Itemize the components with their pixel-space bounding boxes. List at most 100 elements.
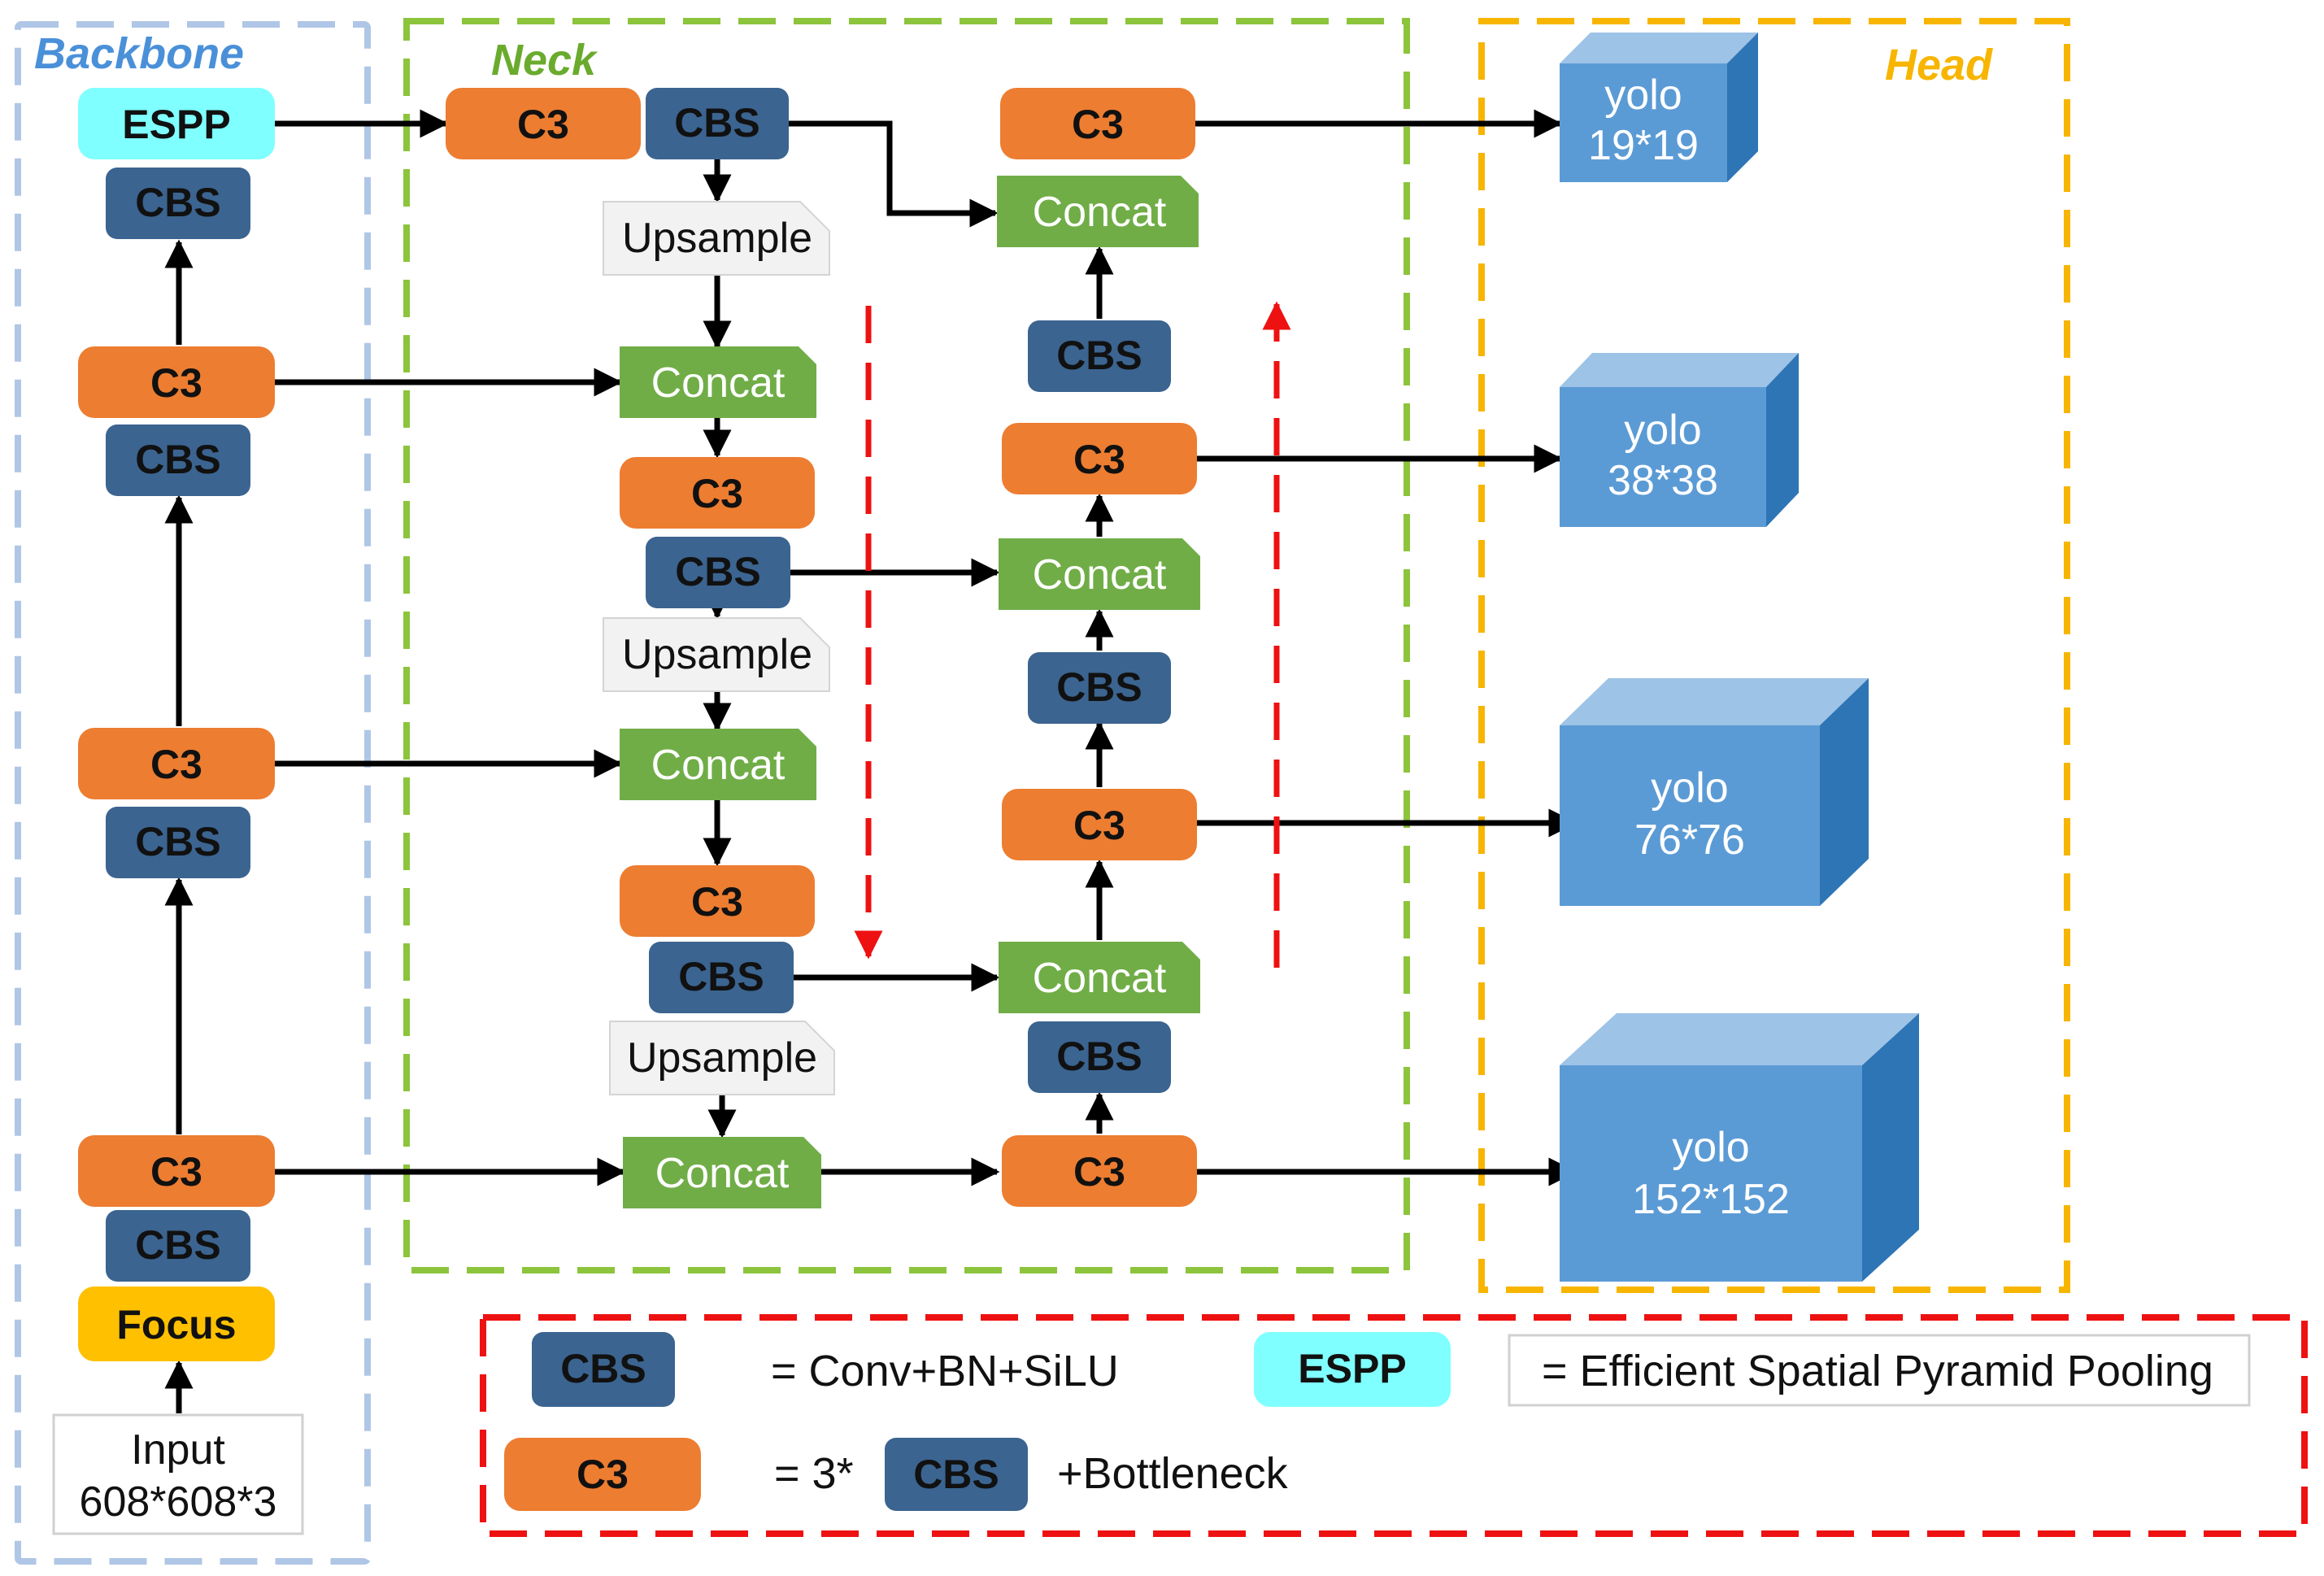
- svg-text:CBS: CBS: [678, 954, 764, 999]
- backbone-blocks: ESPP CBS C3 CBS C3 CBS C3 CBS: [52, 88, 304, 1535]
- neck-cbs-block-left-1: CBS: [646, 537, 790, 608]
- neck-region: [403, 18, 1410, 1273]
- svg-text:yolo: yolo: [1624, 407, 1701, 454]
- svg-text:Concat: Concat: [651, 359, 786, 407]
- focus-block: Focus: [78, 1286, 275, 1361]
- input-label: Input: [131, 1426, 225, 1474]
- yolo-cube-19: yolo 19*19: [1560, 33, 1758, 182]
- legend-c3-bottleneck: +Bottleneck: [1057, 1449, 1289, 1498]
- backbone-cbs-block-4: CBS: [106, 1210, 250, 1282]
- backbone-cbs-block-2: CBS: [106, 424, 250, 496]
- concat-block-right-2: Concat: [999, 538, 1200, 610]
- svg-text:ESPP: ESPP: [122, 102, 230, 147]
- arrows: [164, 109, 1578, 1413]
- backbone-cbs-block-3: CBS: [106, 807, 250, 878]
- svg-text:Upsample: Upsample: [627, 1034, 817, 1082]
- svg-text:C3: C3: [150, 1149, 202, 1195]
- yolo-cube-152: yolo 152*152: [1560, 1013, 1919, 1282]
- neck-cbs-block-right-1: CBS: [1028, 320, 1171, 392]
- svg-text:Upsample: Upsample: [622, 631, 812, 678]
- svg-text:38*38: 38*38: [1608, 457, 1718, 504]
- legend-espp-swatch: ESPP: [1254, 1332, 1451, 1407]
- svg-text:CBS: CBS: [135, 180, 221, 225]
- svg-text:Focus: Focus: [116, 1302, 236, 1347]
- svg-text:19*19: 19*19: [1588, 122, 1699, 169]
- svg-text:ESPP: ESPP: [1298, 1346, 1406, 1391]
- svg-text:CBS: CBS: [135, 1222, 221, 1268]
- svg-text:CBS: CBS: [560, 1346, 646, 1391]
- concat-block-left-2: Concat: [620, 729, 816, 800]
- legend-espp-definition-box: [1508, 1334, 2251, 1407]
- head-outputs: yolo 19*19 yolo 38*38 yolo 76*76 yolo 15…: [1560, 33, 1919, 1282]
- svg-text:C3: C3: [1073, 437, 1125, 482]
- svg-text:yolo: yolo: [1604, 72, 1682, 119]
- neck-left-column: C3 CBS Upsample Concat C3 CBS Upsample: [446, 88, 835, 1208]
- svg-text:C3: C3: [691, 471, 743, 516]
- yolo-cube-38: yolo 38*38: [1560, 353, 1799, 527]
- neck-c3-block-left-1: C3: [620, 457, 815, 529]
- backbone-region: [15, 21, 371, 1565]
- svg-text:CBS: CBS: [675, 549, 761, 594]
- neck-cbs-block-left-2: CBS: [649, 942, 794, 1013]
- svg-text:Concat: Concat: [651, 742, 786, 789]
- svg-text:Concat: Concat: [655, 1150, 790, 1197]
- neck-c3-block-right-top: C3: [1000, 88, 1195, 159]
- backbone-c3-block-4: C3: [78, 1135, 275, 1207]
- backbone-cbs-block-1: CBS: [106, 168, 250, 239]
- legend-region: [480, 1314, 2308, 1537]
- svg-text:C3: C3: [1072, 102, 1124, 147]
- input-box: Input 608*608*3: [52, 1413, 304, 1535]
- head-title: Head: [1885, 41, 1993, 89]
- concat-block-right-top: Concat: [997, 176, 1199, 247]
- svg-text:CBS: CBS: [1056, 664, 1142, 710]
- backbone-c3-block-2: C3: [78, 346, 275, 418]
- svg-text:C3: C3: [691, 879, 743, 925]
- svg-text:Concat: Concat: [1033, 551, 1167, 599]
- upsample-block-3: Upsample: [609, 1021, 835, 1095]
- input-size: 608*608*3: [80, 1478, 277, 1526]
- head-region: [1478, 18, 2070, 1293]
- svg-text:CBS: CBS: [1056, 1034, 1142, 1079]
- legend: CBS = Conv+BN+SiLU ESPP = Efficient Spat…: [504, 1332, 2251, 1511]
- svg-text:C3: C3: [577, 1452, 629, 1497]
- concat-block-left-1: Concat: [620, 346, 816, 418]
- svg-text:Concat: Concat: [1033, 955, 1167, 1002]
- svg-text:Concat: Concat: [1033, 189, 1167, 236]
- svg-text:C3: C3: [517, 102, 569, 147]
- espp-block: ESPP: [78, 88, 275, 159]
- svg-text:Upsample: Upsample: [622, 215, 812, 262]
- svg-text:CBS: CBS: [674, 100, 760, 146]
- neck-title: Neck: [491, 36, 598, 85]
- neck-c3-block-left-2: C3: [620, 865, 815, 937]
- neck-c3-block-right-1: C3: [1002, 423, 1197, 494]
- neck-right-column: C3 Concat CBS C3 Concat CBS C3 Concat: [997, 88, 1200, 1207]
- legend-c3-swatch: C3: [504, 1438, 701, 1511]
- arrow-cbs-top-to-concat-top: [789, 120, 999, 228]
- neck-cbs-block-top: CBS: [646, 88, 789, 159]
- concat-block-right-3: Concat: [999, 942, 1200, 1013]
- svg-text:C3: C3: [150, 360, 202, 406]
- svg-text:C3: C3: [1073, 1149, 1125, 1195]
- upsample-block-2: Upsample: [603, 617, 830, 692]
- legend-espp-definition: = Efficient Spatial Pyramid Pooling: [1542, 1347, 2213, 1395]
- svg-text:CBS: CBS: [135, 819, 221, 864]
- svg-text:CBS: CBS: [135, 437, 221, 482]
- backbone-title: Backbone: [34, 29, 244, 78]
- concat-block-left-3: Concat: [623, 1137, 821, 1208]
- backbone-c3-block-3: C3: [78, 728, 275, 799]
- svg-text:76*76: 76*76: [1634, 816, 1745, 864]
- neck-cbs-block-right-2: CBS: [1028, 652, 1171, 724]
- svg-text:yolo: yolo: [1672, 1124, 1749, 1171]
- neck-c3-block-top: C3: [446, 88, 641, 159]
- svg-text:yolo: yolo: [1651, 764, 1728, 812]
- neck-cbs-block-right-3: CBS: [1028, 1021, 1171, 1093]
- yolo-cube-76: yolo 76*76: [1560, 678, 1869, 906]
- svg-text:CBS: CBS: [913, 1452, 999, 1497]
- svg-text:152*152: 152*152: [1632, 1176, 1790, 1223]
- legend-cbs-swatch: CBS: [532, 1332, 675, 1407]
- neck-c3-block-right-2: C3: [1002, 789, 1197, 860]
- svg-text:CBS: CBS: [1056, 333, 1142, 378]
- legend-cbs-definition: = Conv+BN+SiLU: [771, 1347, 1119, 1395]
- upsample-block-1: Upsample: [603, 201, 830, 276]
